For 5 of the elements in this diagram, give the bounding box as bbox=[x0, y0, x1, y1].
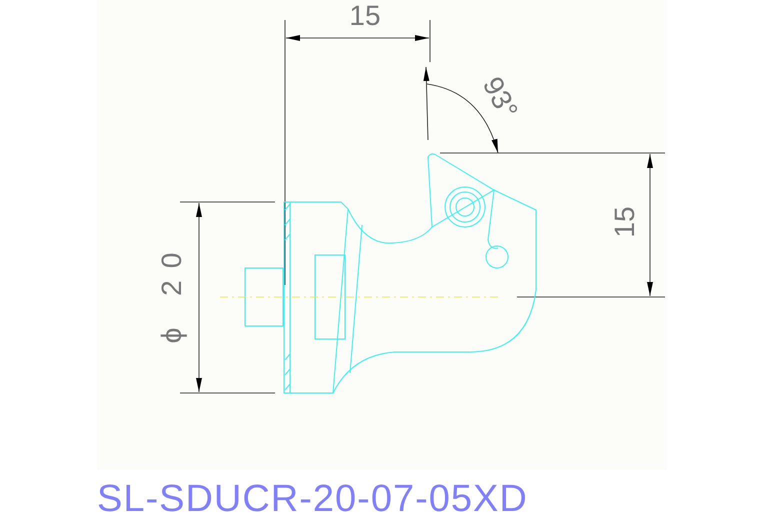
dimension-label: 93° bbox=[476, 70, 526, 126]
dimension-label: 15 bbox=[611, 205, 639, 240]
part-number-caption: SL-SDUCR-20-07-05XD bbox=[97, 480, 528, 518]
dimension-label: 15 bbox=[348, 2, 382, 30]
dimension-label: ϕ 20 bbox=[158, 240, 186, 346]
